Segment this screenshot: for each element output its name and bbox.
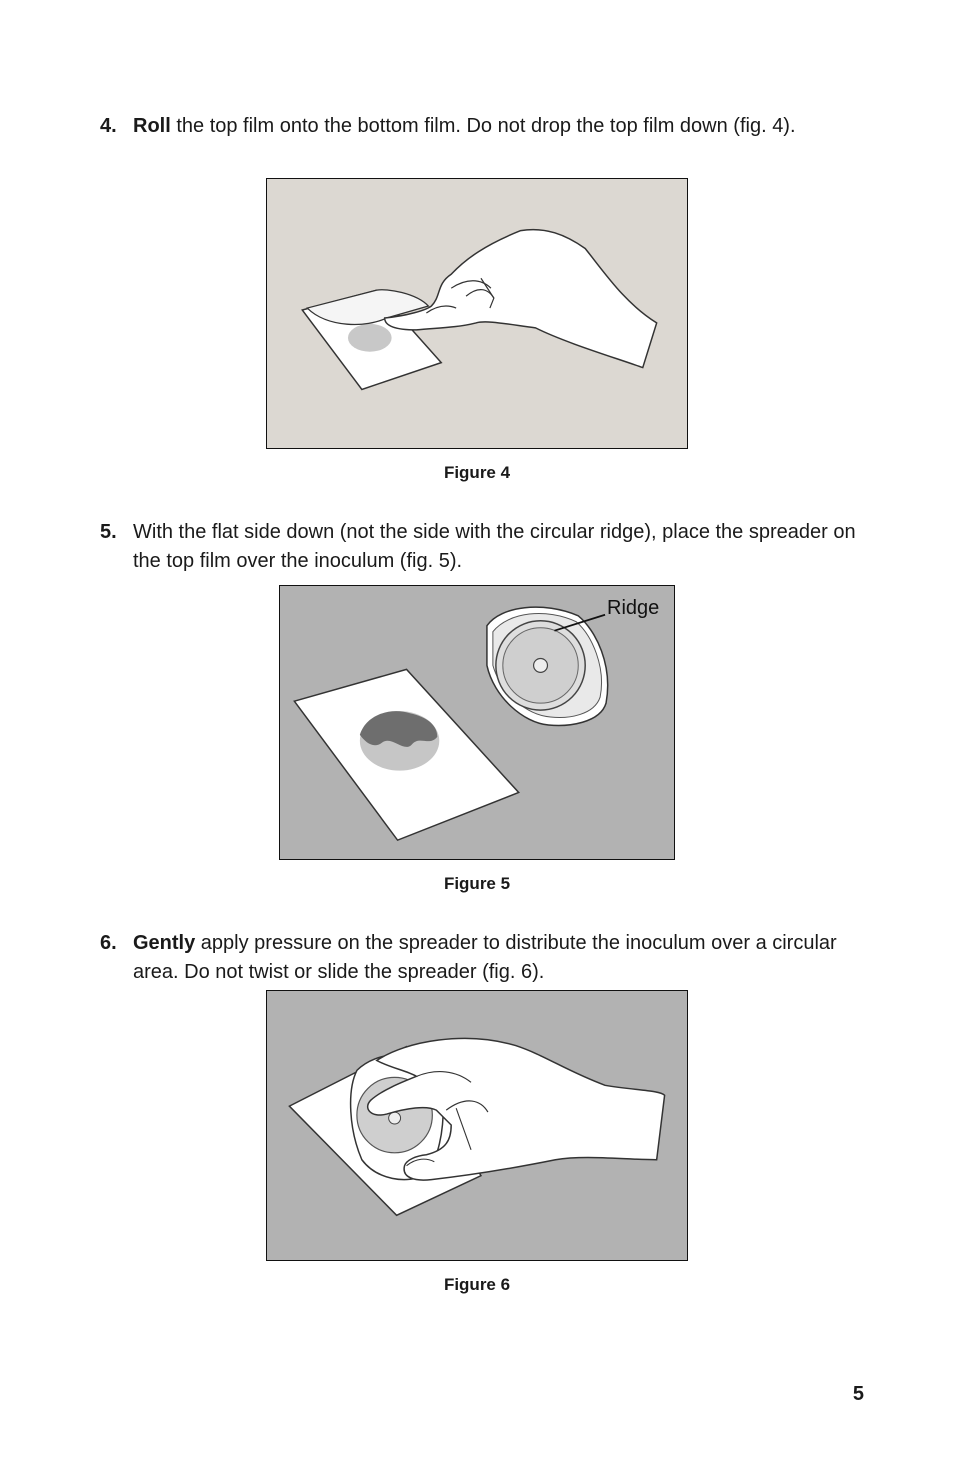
step-4: 4. Roll the top film onto the bottom fil…	[100, 112, 870, 141]
step-lead: Gently	[133, 932, 196, 954]
figure-4-illustration	[266, 178, 688, 449]
step-text: Roll the top film onto the bottom film. …	[133, 112, 870, 141]
step-body: the top film onto the bottom film. Do no…	[170, 115, 796, 137]
step-body: apply pressure on the spreader to distri…	[133, 932, 837, 983]
step-5: 5. With the flat side down (not the side…	[100, 518, 870, 576]
figure-6-illustration	[266, 990, 688, 1261]
step-number: 4.	[100, 115, 117, 137]
step-text: With the flat side down (not the side wi…	[133, 518, 870, 576]
ridge-label: Ridge	[607, 597, 660, 619]
step-number: 6.	[100, 932, 117, 954]
figure-6-caption: Figure 6	[443, 1275, 511, 1294]
step-text: Gently apply pressure on the spreader to…	[133, 929, 870, 987]
step-number: 5.	[100, 521, 117, 543]
figure-5-illustration	[279, 585, 675, 860]
figure-5-caption: Figure 5	[443, 874, 511, 893]
figure-4-caption: Figure 4	[443, 463, 511, 482]
step-lead: Roll	[133, 115, 171, 137]
step-6: 6. Gently apply pressure on the spreader…	[100, 929, 870, 987]
page-number: 5	[852, 1383, 864, 1405]
step-body: With the flat side down (not the side wi…	[133, 521, 856, 572]
